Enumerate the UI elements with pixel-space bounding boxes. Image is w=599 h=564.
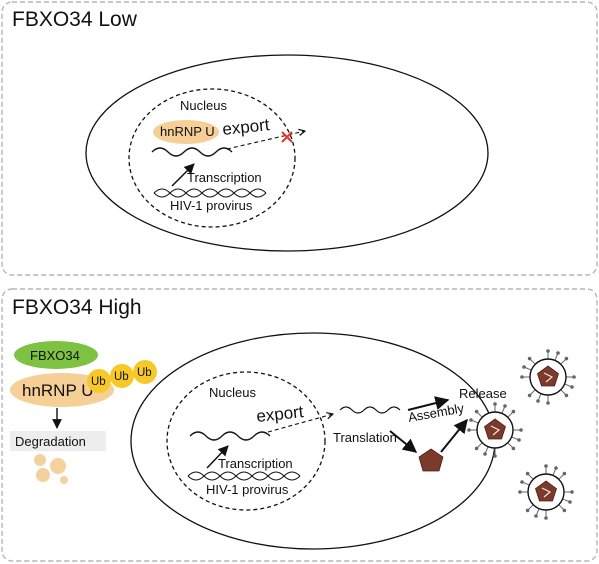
mrna-low	[151, 147, 233, 157]
translation-arrow	[389, 430, 418, 453]
virion-released-top	[519, 348, 577, 406]
release-label: Release	[459, 386, 507, 401]
translation-label: Translation	[333, 430, 397, 445]
transcription-label-low: Transcription	[187, 170, 262, 185]
virion-budding	[466, 401, 524, 459]
export-label-low: export	[221, 115, 270, 139]
nucleus-label-high: Nucleus	[209, 385, 256, 400]
export-arrow-high	[267, 414, 333, 433]
provirus-dna-low	[153, 188, 267, 198]
hnrnp-u-low	[153, 120, 219, 144]
degradation-label-bg	[10, 431, 106, 451]
capsid-protein	[418, 448, 444, 472]
virion-released-bottom	[517, 463, 575, 521]
fbxo34-label: FBXO34	[30, 348, 80, 363]
hnrnp-u-label-low: hnRNP U	[160, 124, 215, 139]
cell-membrane-high	[130, 332, 496, 550]
cell-membrane-low	[85, 54, 489, 252]
ubiquitin-2	[110, 364, 134, 388]
degradation-fragments	[34, 454, 68, 484]
nucleus-high	[166, 371, 326, 511]
panel-high-frame	[1, 288, 598, 562]
cytoplasm-mrna	[339, 406, 401, 414]
ubiquitin-3	[133, 360, 157, 384]
mrna-high	[189, 431, 271, 441]
hnrnp-u-label-high: hnRNP U	[22, 381, 94, 400]
provirus-dna-high	[187, 471, 301, 481]
export-arrow-low	[226, 131, 305, 150]
nucleus-low	[128, 88, 296, 228]
ubiquitin-label-2: Ub	[114, 371, 129, 383]
blocked-cross-icon	[281, 131, 293, 143]
degradation-label: Degradation	[15, 434, 86, 449]
provirus-label-high: HIV-1 provirus	[206, 482, 289, 497]
transcription-arrow-high	[206, 445, 229, 469]
ubiquitin-label-1: Ub	[91, 376, 106, 388]
nucleus-label-low: Nucleus	[180, 98, 227, 113]
panel-low-title: FBXO34 Low	[12, 8, 138, 31]
transcription-label-high: Transcription	[218, 456, 293, 471]
provirus-label-low: HIV-1 provirus	[170, 198, 253, 213]
ubiquitin-1	[87, 369, 111, 393]
panel-low-frame	[1, 1, 598, 276]
assembly-label: Assembly	[407, 400, 466, 425]
assembly-arrow-bottom	[440, 418, 468, 453]
transcription-arrow-low	[171, 163, 195, 187]
fbxo34-protein	[14, 341, 98, 369]
export-label-high: export	[255, 402, 304, 426]
assembly-arrow-top	[407, 396, 450, 411]
panel-high-title: FBXO34 High	[12, 296, 142, 319]
ubiquitin-label-3: Ub	[137, 367, 152, 379]
